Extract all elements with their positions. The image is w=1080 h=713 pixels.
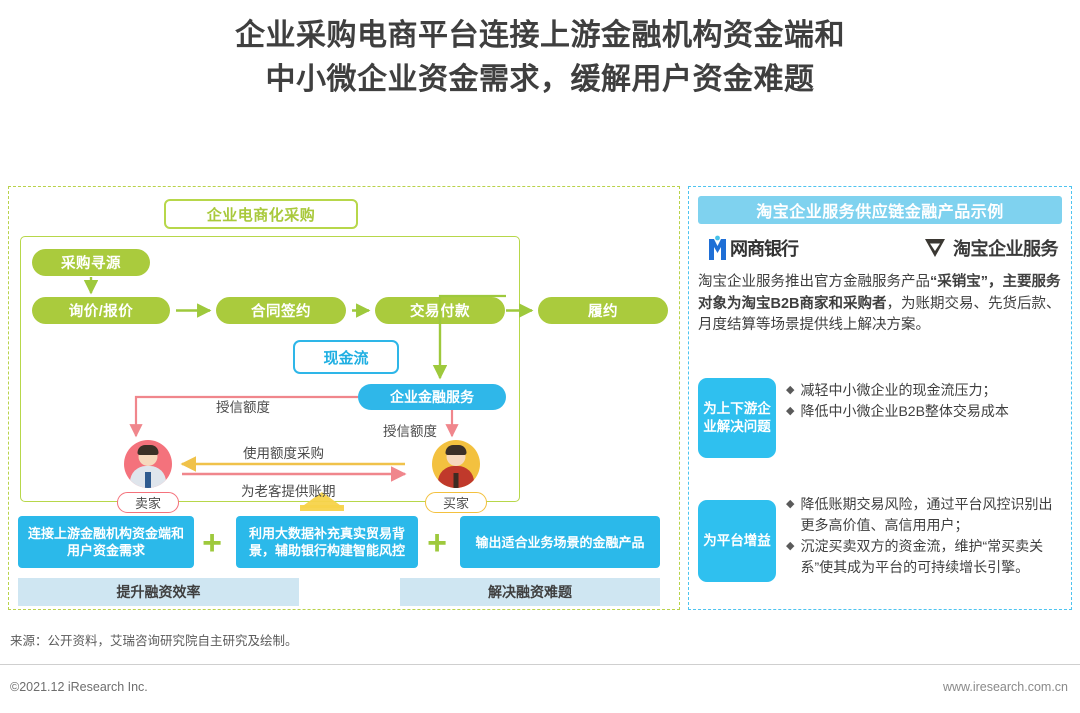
seller-actor: 卖家 (104, 440, 192, 513)
right-panel-header: 淘宝企业服务供应链金融产品示例 (698, 196, 1062, 224)
flow-step-contract: 合同签约 (216, 297, 346, 324)
buyer-actor: 买家 (412, 440, 500, 513)
page-title-line-1: 企业采购电商平台连接上游金融机构资金端和 (235, 19, 845, 52)
benefit-label-upstream-downstream: 为上下游企业解决问题 (698, 378, 776, 458)
logo-row: 网商银行 淘宝企业服务 (698, 230, 1062, 268)
list-item: ◆ 降低中小微企业B2B整体交易成本 (786, 401, 1064, 422)
avatar-tie (453, 473, 459, 488)
right-panel-paragraph: 淘宝企业服务推出官方金融服务产品“采销宝”，主要服务对象为淘宝B2B商家和采购者… (698, 272, 1062, 337)
taobao-diamond-check-icon (925, 239, 945, 257)
mybank-m-icon (709, 235, 726, 260)
enterprise-financial-service-node: 企业金融服务 (358, 384, 506, 410)
outcome-bar-2: 解决融资难题 (400, 578, 660, 606)
avatar-hair (137, 445, 159, 455)
list-item-text: 减轻中小微企业的现金流压力； (800, 382, 997, 398)
source-note: 来源：公开资料，艾瑞咨询研究院自主研究及绘制。 (10, 634, 298, 648)
flow-step-payment: 交易付款 (375, 297, 505, 324)
diamond-bullet-icon: ◆ (786, 540, 795, 552)
list-item: ◆ 沉淀买卖双方的资金流，维护“常买卖关系”使其成为平台的可持续增长引擎。 (786, 536, 1064, 578)
list-item: ◆ 降低账期交易风险，通过平台风控识别出更多高价值、高信用用户； (786, 494, 1064, 536)
diamond-bullet-icon: ◆ (786, 498, 795, 510)
benefit-list-platform: ◆ 降低账期交易风险，通过平台风控识别出更多高价值、高信用用户； ◆ 沉淀买卖双… (786, 494, 1064, 578)
page-title-line-2: 中小微企业资金需求，缓解用户资金难题 (265, 63, 815, 96)
list-item-text: 降低中小微企业B2B整体交易成本 (800, 403, 1009, 419)
plus-icon: + (427, 524, 447, 562)
copyright-text: ©2021.12 iResearch Inc. (10, 680, 148, 694)
avatar-tie (145, 472, 151, 488)
value-box-1: 连接上游金融机构资金端和用户资金需求 (18, 516, 194, 568)
list-item-text: 降低账期交易风险，通过平台风控识别出更多高价值、高信用用户； (800, 496, 1053, 533)
paragraph-part-2-bold: “采销宝”，主要服务对象为淘宝B2B商家和采购者 (698, 274, 1061, 312)
buyer-avatar (432, 440, 480, 488)
flow-step-sourcing: 采购寻源 (32, 249, 150, 276)
list-item-text: 沉淀买卖双方的资金流，维护“常买卖关系”使其成为平台的可持续增长引擎。 (800, 538, 1044, 575)
taobao-logo-text: 淘宝企业服务 (953, 239, 1059, 259)
website-url: www.iresearch.com.cn (942, 680, 1068, 694)
label-credit-to-seller: 授信额度 (216, 400, 270, 415)
page-title: 企业采购电商平台连接上游金融机构资金端和 中小微企业资金需求，缓解用户资金难题 (0, 14, 1080, 102)
list-item: ◆ 减轻中小微企业的现金流压力； (786, 380, 1064, 401)
benefit-list-upstream-downstream: ◆ 减轻中小微企业的现金流压力； ◆ 降低中小微企业B2B整体交易成本 (786, 380, 1064, 422)
diamond-bullet-icon: ◆ (786, 405, 795, 417)
paragraph-part-3: ，为账期交易、先货后款、月度结算等场景提供线上解决方案。 (698, 295, 1061, 334)
taobao-enterprise-logo: 淘宝企业服务 (922, 233, 1059, 263)
label-credit-to-buyer: 授信额度 (383, 424, 437, 439)
seller-label: 卖家 (117, 492, 179, 513)
plus-icon: + (202, 524, 222, 562)
flow-step-quote: 询价/报价 (32, 297, 170, 324)
ecommerce-procurement-tab: 企业电商化采购 (164, 199, 358, 229)
diamond-bullet-icon: ◆ (786, 384, 795, 396)
value-box-2: 利用大数据补充真实贸易背景，辅助银行构建智能风控 (236, 516, 418, 568)
flow-step-fulfillment: 履约 (538, 297, 668, 324)
paragraph-part-1: 淘宝企业服务推出官方金融服务产品 (698, 274, 930, 290)
label-use-quota-purchase: 使用额度采购 (243, 446, 324, 461)
mybank-logo-text: 网商银行 (730, 239, 799, 259)
footer-divider (0, 664, 1080, 665)
seller-avatar (124, 440, 172, 488)
cash-flow-label: 现金流 (293, 340, 399, 374)
outcome-bar-1: 提升融资效率 (18, 578, 299, 606)
value-box-3: 输出适合业务场景的金融产品 (460, 516, 660, 568)
buyer-label: 买家 (425, 492, 487, 513)
mybank-logo: 网商银行 (708, 233, 799, 263)
label-provide-account-period: 为老客提供账期 (241, 484, 336, 499)
avatar-hair (445, 445, 467, 455)
benefit-label-platform: 为平台增益 (698, 500, 776, 582)
